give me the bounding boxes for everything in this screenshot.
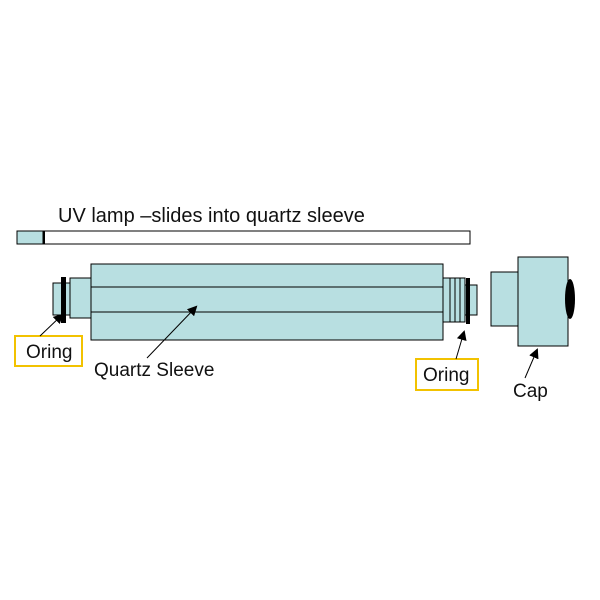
oring-left-label: Oring xyxy=(26,342,72,363)
uv-lamp-end xyxy=(16,230,44,245)
sleeve-main-body xyxy=(90,263,444,341)
cap-knob xyxy=(565,279,575,319)
oring-right-shape xyxy=(466,278,470,324)
oring-right-label-box xyxy=(415,358,479,391)
oring-right-label: Oring xyxy=(423,365,469,386)
diagram-title: UV lamp –slides into quartz sleeve xyxy=(58,205,365,227)
uv-lamp-tube xyxy=(16,230,471,245)
quartz-sleeve-assembly xyxy=(52,263,478,341)
sleeve-right-collar xyxy=(442,277,466,323)
quartz-sleeve-label: Quartz Sleeve xyxy=(94,360,214,381)
cap-label: Cap xyxy=(513,381,548,402)
oring-right-arrow xyxy=(455,330,467,360)
cap-body xyxy=(517,256,569,347)
uv-lamp xyxy=(16,230,471,245)
oring-left-shape xyxy=(61,277,66,323)
sleeve-left-collar xyxy=(69,277,92,319)
cap-arrow xyxy=(524,348,539,379)
oring-left-label-box xyxy=(14,335,83,367)
cap-neck xyxy=(490,271,519,327)
quartz-sleeve-arrow xyxy=(146,305,198,359)
oring-left-arrow xyxy=(39,313,64,337)
cap-part xyxy=(490,256,575,347)
